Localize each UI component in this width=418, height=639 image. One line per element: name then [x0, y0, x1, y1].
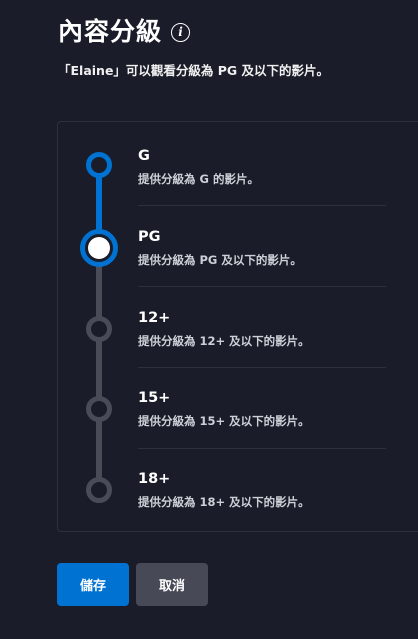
- rating-label: PG: [138, 229, 161, 245]
- rating-node-18[interactable]: [86, 477, 112, 503]
- rating-track-inactive: [96, 248, 102, 492]
- cancel-button[interactable]: 取消: [136, 563, 208, 606]
- rating-description: 提供分級為 12+ 及以下的影片。: [138, 334, 310, 348]
- rating-option-15[interactable]: 15+ 提供分級為 15+ 及以下的影片。: [138, 364, 386, 428]
- rating-divider: [138, 367, 386, 368]
- rating-description: 提供分級為 G 的影片。: [138, 172, 259, 186]
- info-icon[interactable]: i: [171, 22, 191, 42]
- rating-label: 18+: [138, 471, 171, 487]
- rating-divider: [138, 205, 386, 206]
- page-title: 內容分級: [58, 17, 163, 46]
- rating-label: 15+: [138, 390, 171, 406]
- title-row: 內容分級 i: [58, 12, 191, 48]
- rating-option-12[interactable]: 12+ 提供分級為 12+ 及以下的影片。: [138, 284, 386, 348]
- rating-option-18[interactable]: 18+ 提供分級為 18+ 及以下的影片。: [138, 445, 386, 509]
- rating-node-g[interactable]: [86, 152, 112, 178]
- rating-track-active: [96, 165, 102, 248]
- rating-option-pg[interactable]: PG 提供分級為 PG 及以下的影片。: [138, 203, 386, 267]
- rating-node-15[interactable]: [86, 396, 112, 422]
- rating-node-12[interactable]: [86, 316, 112, 342]
- rating-node-pg-selected[interactable]: [80, 229, 118, 267]
- rating-selector-panel: G 提供分級為 G 的影片。 PG 提供分級為 PG 及以下的影片。 12+ 提…: [57, 121, 418, 532]
- rating-description: 提供分級為 15+ 及以下的影片。: [138, 414, 310, 428]
- save-button[interactable]: 儲存: [57, 563, 129, 606]
- rating-divider: [138, 448, 386, 449]
- profile-rating-summary: 「Elaine」可以觀看分級為 PG 及以下的影片。: [58, 63, 330, 78]
- rating-label: G: [138, 148, 150, 164]
- rating-label: 12+: [138, 310, 171, 326]
- rating-description: 提供分級為 PG 及以下的影片。: [138, 253, 302, 267]
- rating-divider: [138, 286, 386, 287]
- rating-option-g[interactable]: G 提供分級為 G 的影片。: [138, 122, 386, 186]
- rating-description: 提供分級為 18+ 及以下的影片。: [138, 495, 310, 509]
